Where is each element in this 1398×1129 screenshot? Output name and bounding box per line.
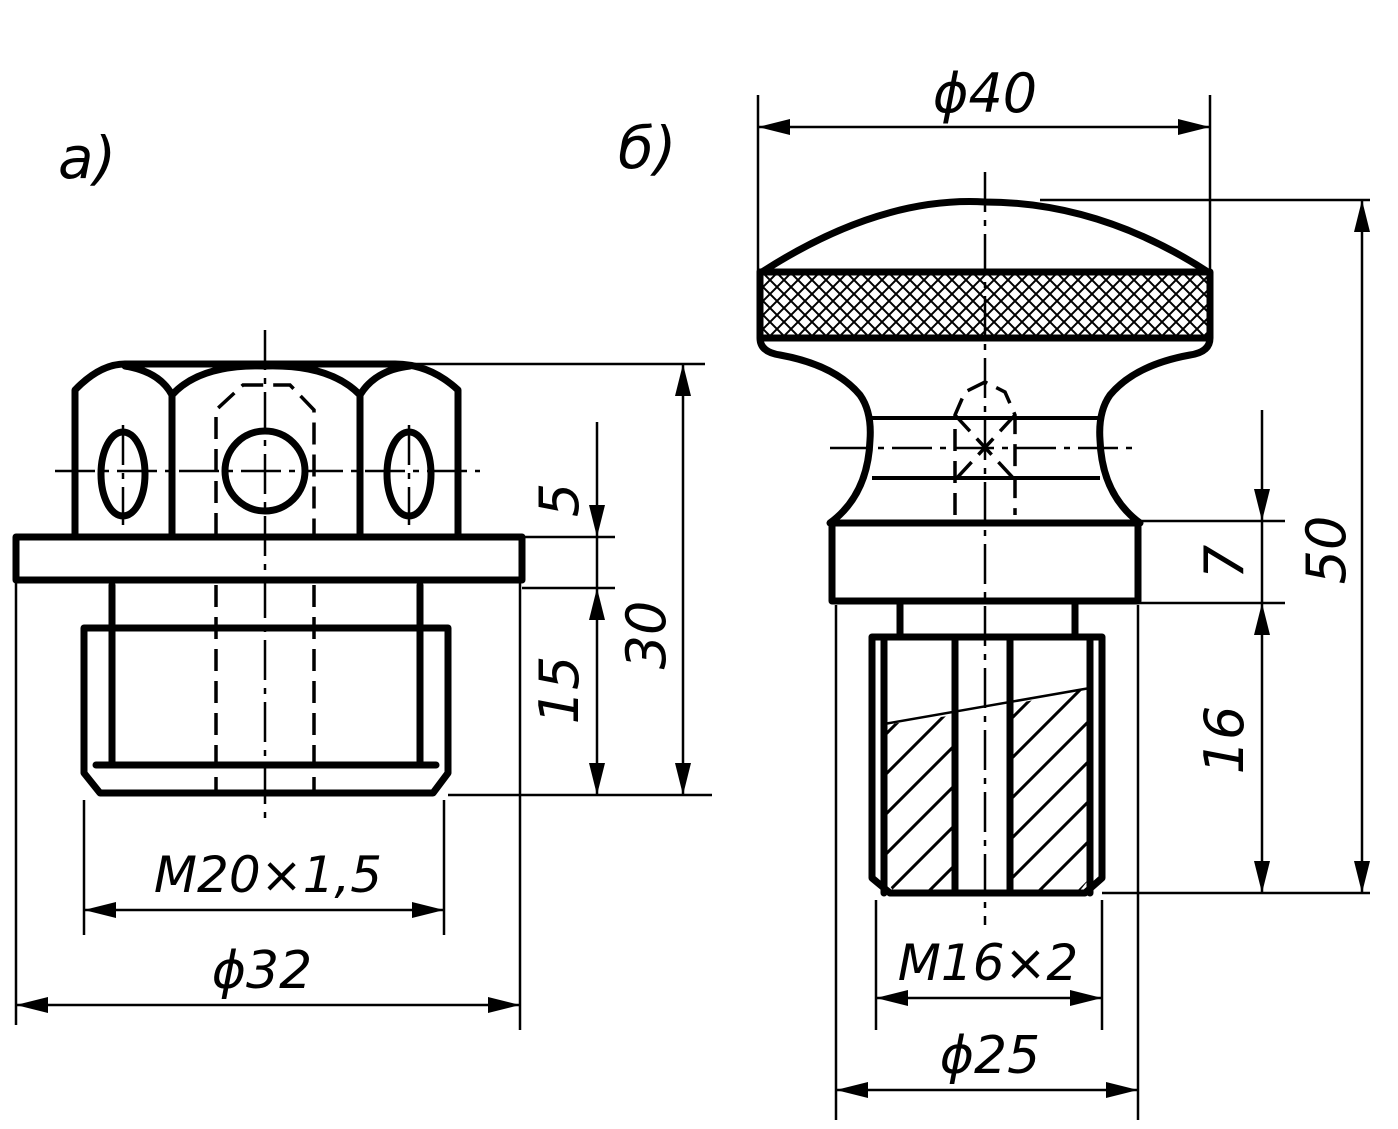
nut-head	[71, 360, 462, 539]
flange	[12, 533, 526, 584]
dim-30: 30	[615, 601, 678, 670]
dim-5: 5	[528, 483, 591, 517]
dim-50: 50	[1295, 516, 1358, 585]
threaded-stud	[868, 599, 1106, 897]
dim-7: 7	[1193, 545, 1256, 579]
dim-15: 15	[528, 656, 591, 725]
view-b: б)	[618, 62, 1370, 1120]
knob-flange	[828, 519, 1142, 605]
view-b-label: б)	[618, 114, 676, 182]
threaded-body	[80, 581, 452, 797]
dim-diam-top: ϕ40	[933, 62, 1037, 125]
dim-diam-bottom: ϕ25	[940, 1026, 1040, 1086]
view-a: a)	[12, 124, 712, 1030]
view-a-label: a)	[58, 124, 116, 192]
dim-16: 16	[1193, 706, 1256, 775]
dim-thread-a: M20×1,5	[154, 846, 382, 904]
dim-thread-b: M16×2	[898, 934, 1078, 992]
dim-diam-a: ϕ32	[212, 941, 312, 1001]
